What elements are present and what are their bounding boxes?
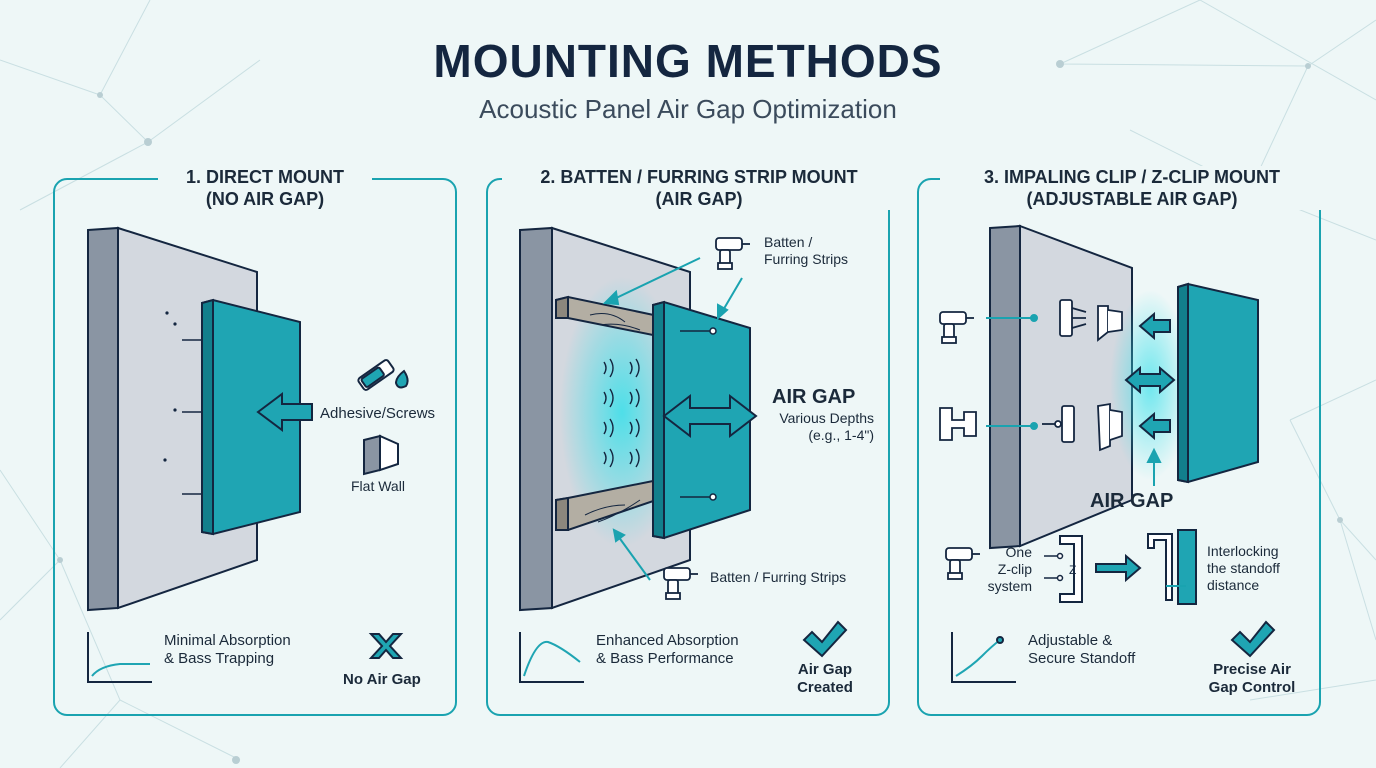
drill-icon <box>715 237 750 270</box>
page-title: MOUNTING METHODS <box>433 35 943 87</box>
clip-profile-icon <box>939 407 977 441</box>
batten-label-top: Batten / Furring Strips <box>764 234 849 267</box>
direction-arrows <box>1124 311 1176 441</box>
absorption-graph-adjustable <box>951 632 1016 683</box>
impaling-clip-icon <box>1059 299 1123 342</box>
svg-text:Z: Z <box>1069 563 1076 577</box>
batten-strips <box>555 295 669 531</box>
flat-wall-label: Flat Wall <box>351 478 405 494</box>
panel-title-zclip-mount: 3. IMPALING CLIP / Z-CLIP MOUNT (ADJUSTA… <box>940 166 1324 210</box>
absorption-graph-enhanced <box>519 632 584 683</box>
adhesive-tube-icon <box>357 359 409 391</box>
batten-label-bottom: Batten / Furring Strips <box>710 569 847 585</box>
air-gap-label: AIR GAP <box>772 386 856 408</box>
page-subtitle: Acoustic Panel Air Gap Optimization <box>479 94 897 124</box>
zclip-mount-status: Precise Air Gap Control <box>1208 661 1296 696</box>
drill-icon <box>945 547 980 580</box>
check-icon <box>1230 620 1276 658</box>
zclip-wall-icon <box>1042 402 1123 452</box>
wall-side <box>989 224 1021 550</box>
flat-wall-icon <box>363 434 399 476</box>
absorption-graph-minimal <box>87 632 152 683</box>
batten-mount-status: Air Gap Created <box>797 661 853 696</box>
screw-icons <box>1044 552 1064 582</box>
screw-icons <box>680 327 717 501</box>
adhesive-screws-label: Adhesive/Screws <box>320 405 436 422</box>
x-icon <box>368 633 404 659</box>
air-gap-double-arrow <box>662 393 758 439</box>
interlocking-label: Interlocking the standoff distance <box>1207 543 1280 593</box>
zclip-air-gap-label: AIR GAP <box>1090 490 1174 512</box>
direct-mount-description: Minimal Absorption & Bass Trapping <box>164 632 291 667</box>
zclip-system-label: One Z-clip system <box>987 544 1032 594</box>
direct-mount-status: No Air Gap <box>343 671 421 688</box>
panel-title-batten-mount: 2. BATTEN / FURRING STRIP MOUNT (AIR GAP… <box>502 166 896 210</box>
batten-mount-description: Enhanced Absorption & Bass Performance <box>596 632 739 667</box>
panel-title-direct-mount: 1. DIRECT MOUNT (NO AIR GAP) <box>158 166 372 210</box>
zclip-icon: Z <box>1059 535 1083 603</box>
acoustic-panel <box>1177 282 1259 484</box>
drill-icon <box>663 567 698 600</box>
check-icon <box>802 620 848 658</box>
sound-wave-icons <box>603 358 640 468</box>
drill-icon <box>939 311 974 344</box>
interlocking-zclip-icon <box>1147 529 1197 605</box>
push-arrow <box>256 392 313 432</box>
zclip-mount-description: Adjustable & Secure Standoff <box>1028 632 1136 667</box>
air-gap-depths-label: Various Depths (e.g., 1-4") <box>779 410 874 443</box>
assembly-arrow <box>1095 553 1142 583</box>
